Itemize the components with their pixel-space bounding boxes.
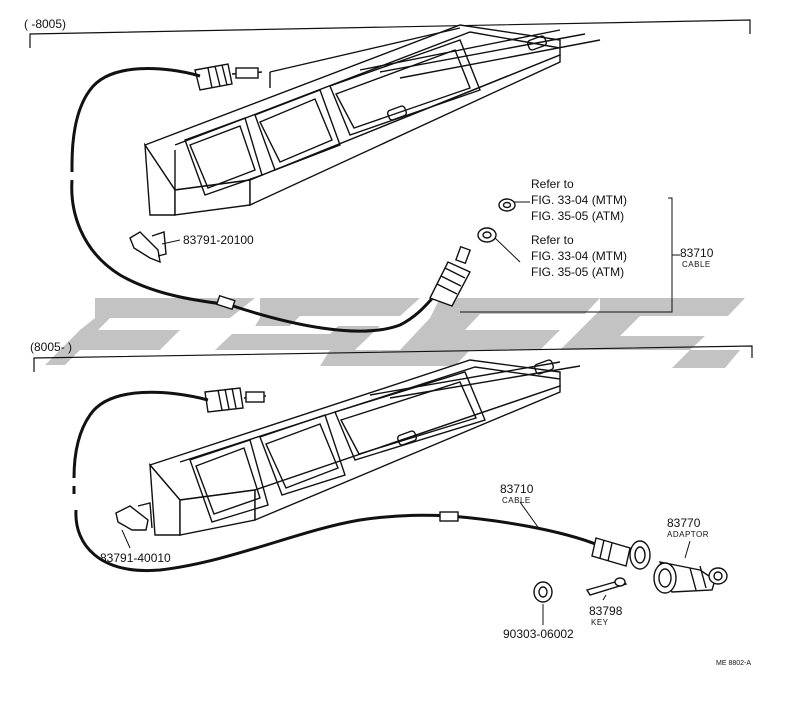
top-cable-part-number: 83710 [680, 246, 714, 260]
bottom-cable-part-name: CABLE [502, 496, 531, 505]
top-speedometer-cable [70, 67, 201, 166]
adaptor-part-number: 83770 [667, 516, 701, 530]
watermark [45, 298, 745, 368]
top-section-range: ( -8005) [24, 17, 67, 31]
top-ref-2-line2: FIG. 33-04 (MTM) [531, 249, 628, 263]
watermark-shape-1 [45, 298, 255, 365]
bottom-cable-part-number: 83710 [500, 482, 534, 496]
bottom-meter-cable [72, 390, 209, 479]
key-part [585, 577, 628, 596]
top-bracket-part [129, 231, 167, 264]
top-ref-2-line1: Refer to [531, 233, 574, 247]
top-meter-connector [194, 63, 263, 91]
bottom-leaders [121, 501, 691, 625]
top-cable-end [429, 245, 471, 307]
bottom-section-bracket [33, 345, 753, 372]
top-instrument-cluster [143, 24, 601, 216]
bottom-section-range: (8005- ) [30, 340, 73, 354]
adaptor-part-name: ADAPTOR [667, 530, 710, 539]
top-ref-1-line1: Refer to [531, 177, 574, 191]
watermark-shape-6 [672, 350, 740, 368]
top-ref-2-line3: FIG. 35-05 (ATM) [531, 265, 625, 279]
watermark-shape-4 [400, 298, 600, 350]
bottom-cable-end [591, 537, 651, 570]
bottom-meter-connector [204, 387, 267, 413]
bottom-bracket-part-number: 83791-40010 [100, 551, 171, 565]
top-ref-1-line2: FIG. 33-04 (MTM) [531, 193, 628, 207]
section-brackets [29, 19, 753, 372]
key-part-number: 83798 [589, 604, 623, 618]
bottom-cable-part [449, 514, 599, 547]
top-bracket-part-number: 83791-20100 [183, 233, 254, 247]
top-ref-1-line3: FIG. 35-05 (ATM) [531, 209, 625, 223]
bottom-bracket-part [115, 502, 153, 531]
bottom-assembly [72, 359, 728, 603]
top-cable-part-name: CABLE [682, 260, 711, 269]
watermark-shape-5 [560, 298, 745, 350]
key-part-name: KEY [591, 618, 609, 627]
top-section-bracket [29, 19, 751, 48]
watermark-shape-3 [320, 350, 470, 366]
watermark-shape-2 [215, 298, 420, 350]
bottom-instrument-cluster [148, 359, 581, 536]
top-assembly [70, 24, 601, 333]
adaptor-part [653, 561, 728, 594]
top-leaders [161, 197, 680, 313]
washer-part-number: 90303-06002 [503, 627, 574, 641]
figure-code: ME 8802-A [716, 660, 752, 667]
